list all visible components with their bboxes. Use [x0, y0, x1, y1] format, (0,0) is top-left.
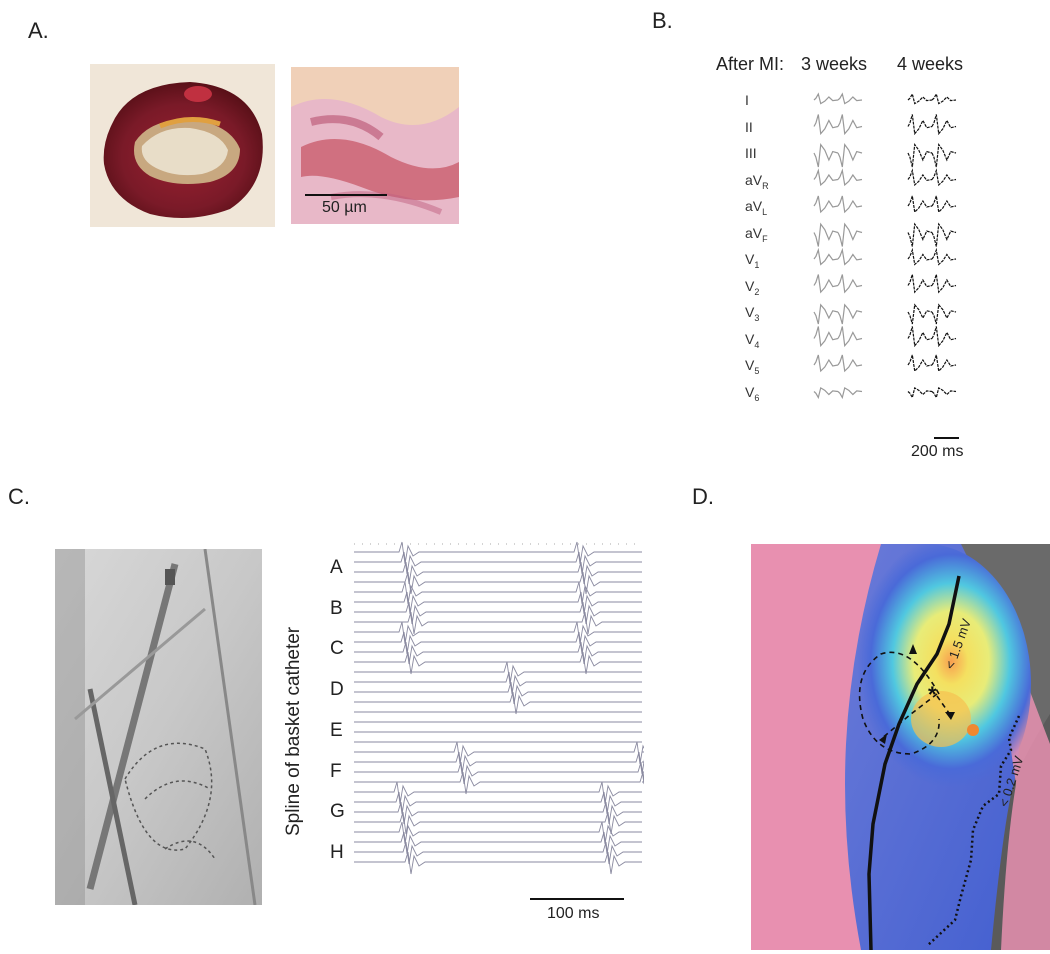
panel-a-scale-bar-label: 50 µm [322, 199, 367, 216]
ecg-trace-3-weeks [813, 222, 863, 247]
panel-c-scale-bar [530, 898, 624, 900]
egm-trace [354, 601, 642, 625]
egm-trace [354, 631, 642, 655]
spline-label: G [330, 801, 345, 823]
ecg-trace-4-weeks [907, 303, 957, 325]
ecg-lead-label: V3 [745, 304, 760, 323]
map-marker-asterisk: * [928, 682, 937, 707]
panel-c-ylabel: Spline of basket catheter [283, 626, 304, 836]
ecg-lead-label: II [745, 118, 753, 135]
ecg-trace-3-weeks [813, 386, 863, 400]
egm-trace [354, 551, 642, 575]
egm-trace [354, 681, 642, 705]
panel-b-scale-bar-label: 200 ms [911, 443, 964, 460]
spline-label: H [330, 841, 344, 863]
egm-trace [354, 741, 644, 765]
egm-trace [354, 691, 642, 715]
egm-trace [354, 661, 642, 685]
egm-trace [354, 851, 642, 875]
spline-label: C [330, 638, 344, 660]
egm-trace [354, 611, 642, 635]
egm-trace [354, 791, 642, 815]
ecg-trace-3-weeks [813, 303, 863, 325]
panel-b-col-3-weeks: 3 weeks [801, 54, 868, 74]
egm-trace [354, 581, 642, 605]
panel-b-label: B. [652, 8, 673, 33]
ecg-trace-3-weeks [813, 168, 863, 187]
fluoroscopy-image [55, 549, 262, 905]
ecg-trace-4-weeks [907, 114, 957, 136]
ecg-traces [813, 92, 957, 400]
ecg-lead-label: V1 [745, 251, 760, 270]
ecg-lead-label: I [745, 92, 749, 108]
egm-trace [354, 801, 642, 825]
panel-c-label: C. [8, 484, 30, 509]
spline-label: D [330, 679, 344, 701]
egm-trace [354, 671, 642, 695]
ecg-lead-label: V5 [745, 357, 760, 376]
ecg-trace-4-weeks [907, 354, 957, 373]
ecg-trace-4-weeks [907, 326, 957, 348]
egm-trace [354, 591, 642, 615]
ecg-lead-label: aVL [745, 198, 768, 217]
egm-trace [354, 751, 644, 775]
ecg-trace-4-weeks [907, 92, 957, 105]
voltage-map [751, 544, 1050, 950]
panel-d-label: D. [692, 484, 714, 509]
ecg-lead-label: aVR [745, 171, 769, 191]
ecg-trace-4-weeks [907, 274, 957, 294]
egm-trace [354, 761, 644, 785]
spline-label: F [330, 760, 342, 782]
heart-cross-section-image [90, 64, 275, 227]
panel-c-scale-bar-label: 100 ms [547, 905, 600, 922]
histology-image [291, 67, 459, 224]
egm-trace [354, 621, 642, 645]
egm-trace [354, 781, 642, 805]
panel-b-header-prefix: After MI: [716, 54, 785, 74]
ecg-trace-4-weeks [907, 386, 957, 400]
ecg-trace-3-weeks [813, 142, 863, 168]
ecg-trace-3-weeks [813, 195, 863, 214]
ecg-lead-label: V6 [745, 383, 760, 403]
panel-b-col-4-weeks: 4 weeks [897, 54, 964, 74]
spline-label: E [330, 719, 343, 741]
egm-trace [354, 841, 642, 865]
ecg-lead-label: aVF [745, 224, 768, 244]
ecg-trace-4-weeks [907, 247, 957, 266]
egm-trace [354, 641, 642, 665]
egm-trace [354, 561, 642, 585]
egm-trace [354, 541, 642, 565]
ecg-trace-4-weeks [907, 168, 957, 187]
egm-trace [354, 831, 642, 855]
ecg-trace-3-weeks [813, 274, 863, 294]
ecg-trace-3-weeks [813, 92, 863, 105]
ecg-trace-4-weeks [907, 195, 957, 214]
ecg-lead-label: V2 [745, 277, 760, 297]
spline-label: B [330, 597, 343, 619]
egm-trace [354, 771, 644, 795]
egm-trace [354, 821, 642, 845]
egm-trace [354, 651, 642, 675]
egm-trace [354, 811, 642, 835]
egm-trace [354, 571, 642, 595]
basket-electrograms [354, 541, 644, 875]
panel-b-scale-bar [934, 437, 959, 439]
ecg-trace-3-weeks [813, 354, 863, 373]
ecg-lead-label: V4 [745, 330, 760, 350]
panel-a-label: A. [28, 18, 49, 43]
ecg-trace-3-weeks [813, 326, 863, 348]
ecg-trace-4-weeks [907, 142, 957, 168]
ecg-lead-label: III [745, 145, 757, 161]
ecg-trace-4-weeks [907, 222, 957, 247]
ecg-trace-3-weeks [813, 247, 863, 266]
spline-label: A [330, 557, 343, 578]
ecg-trace-3-weeks [813, 114, 863, 136]
